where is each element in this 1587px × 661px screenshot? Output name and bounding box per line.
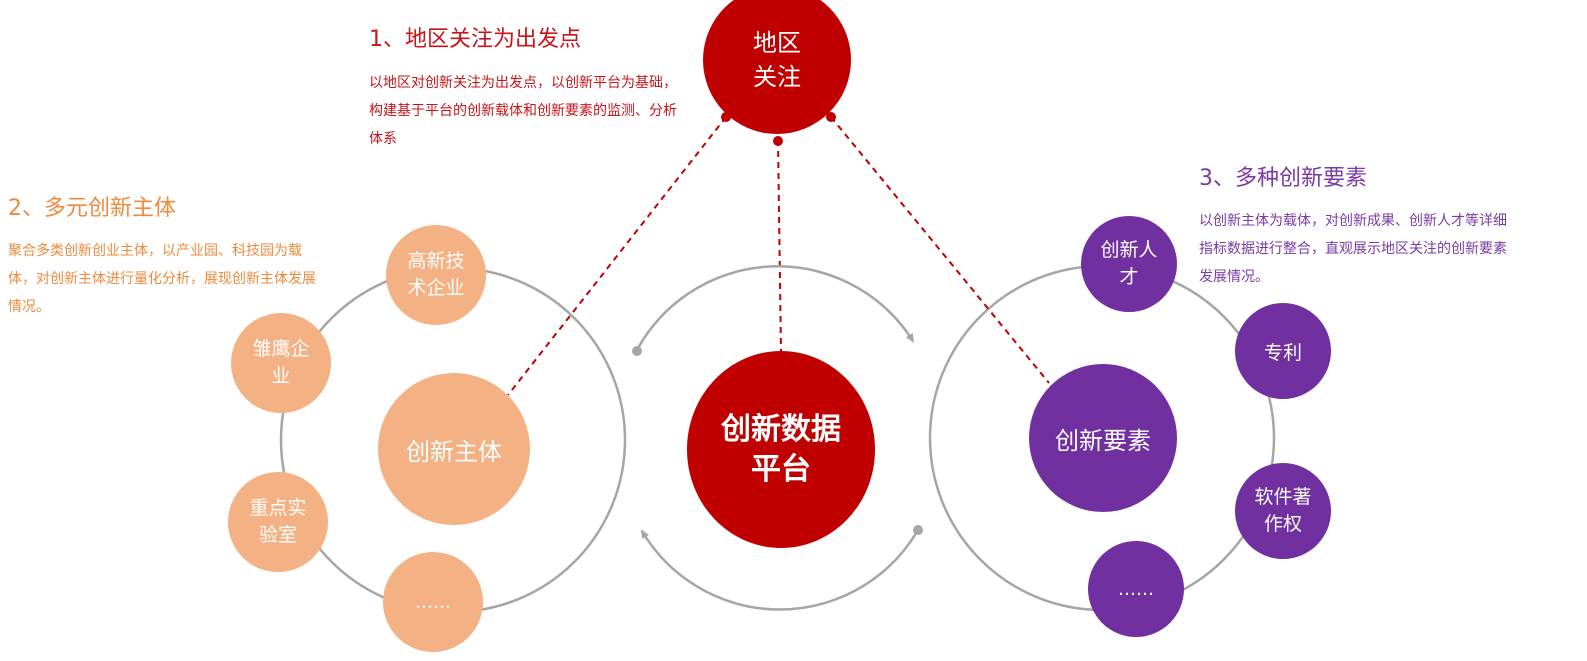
cycle-dot-bottom xyxy=(913,525,923,535)
link-dot-center xyxy=(773,136,783,146)
right-section-title: 3、多种创新要素 xyxy=(1199,166,1367,191)
right-item-more-node: …… xyxy=(1088,541,1184,637)
cycle-arrow-bottom xyxy=(640,529,920,611)
left-item-eagle-node: 雏鹰企 业 xyxy=(231,313,331,413)
left-item-lab-node: 重点实 验室 xyxy=(228,472,328,572)
top-section-desc: 以地区对创新关注为出发点，以创新平台为基础，构建基于平台的创新载体和创新要素的监… xyxy=(369,75,677,147)
innovation-subject-node: 创新主体 xyxy=(378,373,530,525)
innovation-element-node: 创新要素 xyxy=(1029,364,1177,512)
left-item-more-node: …… xyxy=(383,552,483,652)
left-item-hightech-label: 高新技 术企业 xyxy=(407,250,465,299)
right-item-software-label: 软件著 作权 xyxy=(1254,486,1312,535)
left-section-title: 2、多元创新主体 xyxy=(8,196,176,221)
link-top-right xyxy=(830,116,1050,384)
region-focus-node: 地区 关注 xyxy=(703,0,851,134)
left-item-eagle-label: 雏鹰企 业 xyxy=(252,338,310,387)
link-top-left xyxy=(507,116,727,396)
right-item-software-node: 软件著 作权 xyxy=(1235,463,1331,559)
top-section-title: 1、地区关注为出发点 xyxy=(369,27,581,52)
right-item-more-label: …… xyxy=(1118,578,1154,600)
left-section-desc: 聚合多类创新创业主体，以产业园、科技园为载体，对创新主体进行量化分析，展现创新主… xyxy=(8,243,316,315)
innovation-element-label: 创新要素 xyxy=(1055,426,1151,455)
region-focus-label: 地区 关注 xyxy=(753,29,801,91)
right-section-desc: 以创新主体为载体，对创新成果、创新人才等详细指标数据进行整合，直观展示地区关注的… xyxy=(1199,213,1507,285)
right-item-talent-label: 创新人 才 xyxy=(1100,239,1158,288)
link-dot-right xyxy=(826,112,836,122)
innovation-data-platform-label: 创新数据 平台 xyxy=(721,411,841,487)
innovation-subject-label: 创新主体 xyxy=(406,437,502,466)
cycle-arrow-top xyxy=(635,265,915,351)
left-item-lab-label: 重点实 验室 xyxy=(249,497,307,546)
left-item-hightech-node: 高新技 术企业 xyxy=(386,225,486,325)
innovation-data-platform-node: 创新数据 平台 xyxy=(687,351,875,548)
link-top-center xyxy=(777,139,782,353)
right-item-patent-label: 专利 xyxy=(1263,341,1302,364)
left-item-more-label: …… xyxy=(415,591,451,613)
right-item-talent-node: 创新人 才 xyxy=(1081,216,1177,312)
cycle-dot-top xyxy=(632,346,642,356)
right-item-patent-node: 专利 xyxy=(1235,303,1331,399)
